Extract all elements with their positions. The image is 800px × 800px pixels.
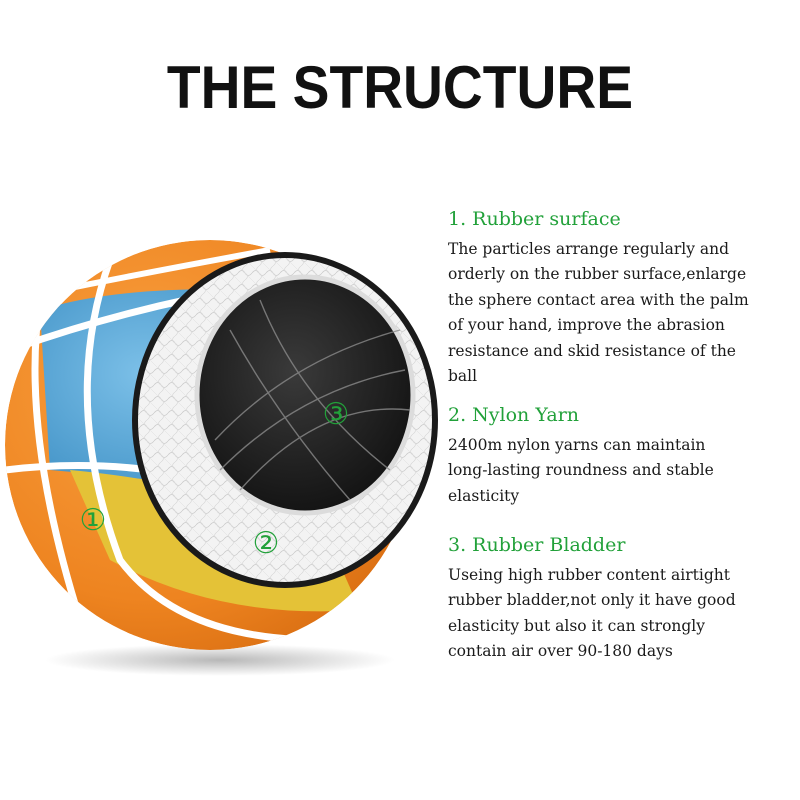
feature-heading: 1. Rubber surface — [448, 208, 621, 230]
feature-rubber-bladder: 3. Rubber Bladder Useing high rubber con… — [448, 534, 793, 665]
page-title: THE STRUCTURE — [166, 54, 634, 121]
description-line: contain air over 90-180 days — [448, 642, 673, 661]
description-line: resistance and skid resistance of the — [448, 341, 736, 360]
description-line: elasticity but also it can strongly — [448, 616, 706, 635]
feature-rubber-surface: 1. Rubber surface The particles arrange … — [448, 208, 793, 390]
description-line: Useing high rubber content airtight — [448, 565, 730, 584]
feature-description: 2400m nylon yarns can maintain long-last… — [448, 433, 793, 510]
description-line: 2400m nylon yarns can maintain — [448, 435, 706, 454]
rubber-bladder-layer — [194, 274, 416, 516]
description-line: of your hand, improve the abrasion — [448, 316, 725, 335]
basketball-cutaway-illustration: ① ② ③ — [5, 240, 438, 676]
description-line: rubber bladder,not only it have good — [448, 591, 736, 610]
marker-two: ② — [253, 526, 280, 561]
description-line: ball — [448, 367, 478, 386]
description-line: elasticity — [448, 486, 520, 505]
description-line: long-lasting roundness and stable — [448, 461, 714, 480]
feature-heading: 2. Nylon Yarn — [448, 404, 580, 426]
marker-one: ① — [80, 503, 107, 538]
bladder-lines — [214, 299, 411, 501]
description-line: orderly on the rubber surface,enlarge — [448, 265, 747, 284]
marker-three: ③ — [323, 397, 350, 432]
feature-description: Useing high rubber content airtight rubb… — [448, 563, 793, 665]
feature-description: The particles arrange regularly and orde… — [448, 237, 793, 390]
feature-heading: 3. Rubber Bladder — [448, 534, 626, 556]
ball-shadow — [45, 644, 395, 676]
description-line: the sphere contact area with the palm — [448, 290, 749, 309]
feature-nylon-yarn: 2. Nylon Yarn 2400m nylon yarns can main… — [448, 404, 793, 509]
description-line: The particles arrange regularly and — [448, 239, 730, 258]
